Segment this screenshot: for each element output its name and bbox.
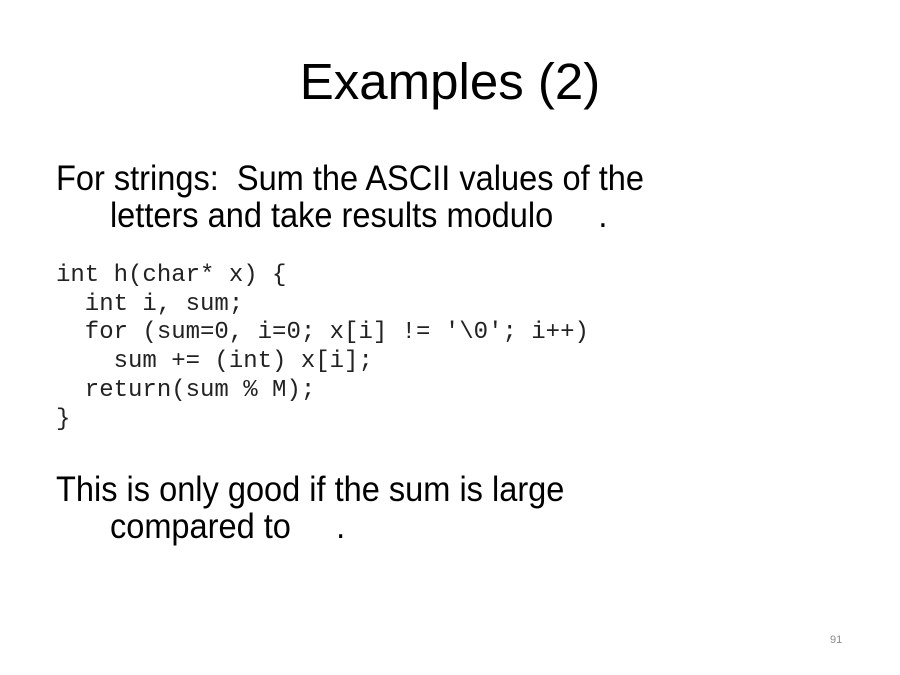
- code-line: int i, sum;: [56, 290, 244, 318]
- strings-description-line2: letters and take results modulo .: [109, 196, 608, 235]
- strings-description: For strings: Sum the ASCII values of the…: [56, 160, 644, 234]
- code-line: }: [56, 405, 71, 433]
- page-number: 91: [830, 634, 843, 646]
- strings-description-line1: For strings: Sum the ASCII values of the: [56, 159, 644, 198]
- caveat-text-line2: compared to .: [109, 507, 346, 546]
- code-line: int h(char* x) {: [56, 262, 287, 289]
- caveat-text: This is only good if the sum is large co…: [56, 471, 564, 545]
- code-block: int h(char* x) { int i, sum; for (sum=0,…: [56, 262, 589, 434]
- code-line: return(sum % M);: [56, 376, 316, 404]
- code-line: sum += (int) x[i];: [56, 348, 373, 376]
- caveat-text-line1: This is only good if the sum is large: [56, 470, 565, 509]
- code-line: for (sum=0, i=0; x[i] != '\0'; i++): [56, 319, 589, 347]
- slide-title: Examples (2): [299, 53, 601, 110]
